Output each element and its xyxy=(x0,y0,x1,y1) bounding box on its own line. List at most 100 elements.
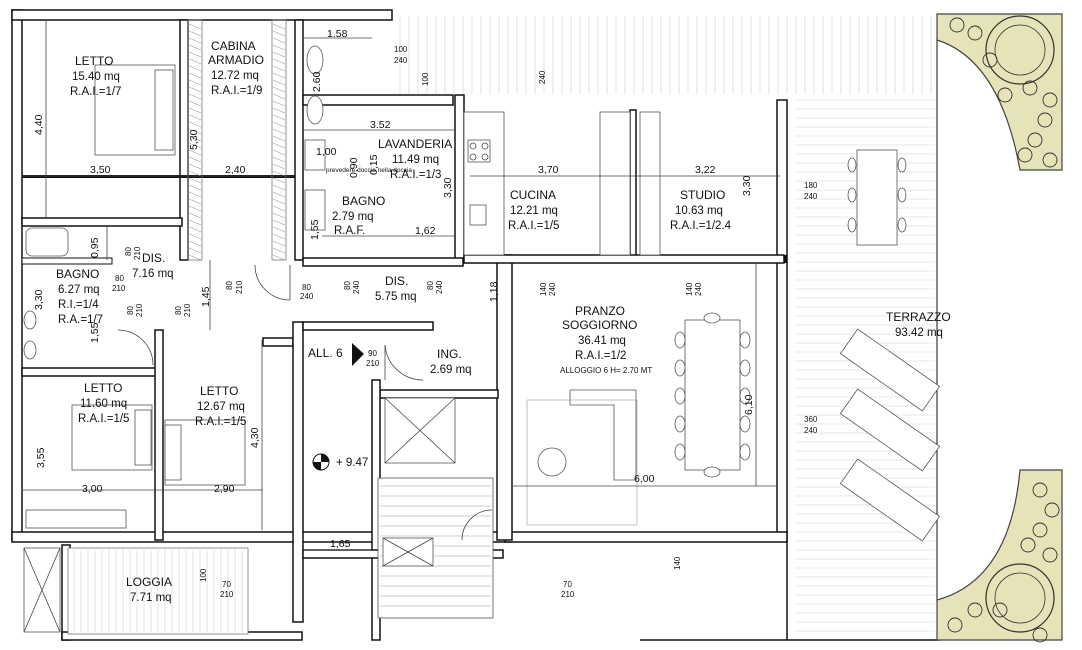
staircase xyxy=(377,397,494,619)
wardrobe-hanger xyxy=(188,58,202,65)
wardrobe-hanger xyxy=(188,226,202,233)
kitchen-units xyxy=(463,111,661,256)
dim-2-90: 2,90 xyxy=(214,483,235,495)
shrub-icon xyxy=(1042,547,1058,563)
door-240-h: 240 xyxy=(435,280,444,294)
wardrobe-hanger xyxy=(188,163,202,170)
wardrobe-hanger xyxy=(272,44,286,51)
door-240-b: 240 xyxy=(694,282,703,296)
wardrobe-hanger xyxy=(272,219,286,226)
room-letto-2-rai: R.A.I.=1/5 xyxy=(78,413,129,425)
door-210-e: 210 xyxy=(183,303,192,317)
level-marker xyxy=(312,453,330,471)
door-80-c: 80 xyxy=(225,281,234,290)
wardrobe-hanger xyxy=(272,191,286,198)
room-dis-1-name: DIS. xyxy=(142,251,165,265)
door-swings xyxy=(117,264,493,541)
room-cucina-name: CUCINA xyxy=(510,188,556,202)
room-letto-1-area: 15.40 mq xyxy=(72,71,120,83)
dining-chair xyxy=(703,312,721,324)
shrub-icon xyxy=(1020,537,1036,553)
wardrobe-hanger xyxy=(272,205,286,212)
terrace-furniture xyxy=(839,149,941,542)
door-80-b: 80 xyxy=(115,274,124,283)
room-bagno-small-extra: R.A.F. xyxy=(334,225,365,237)
door-210-b: 210 xyxy=(112,284,126,293)
room-studio-area: 10.63 mq xyxy=(675,205,723,217)
room-cabina-name-2: ARMADIO xyxy=(208,53,264,67)
window-100: 100 xyxy=(199,568,208,582)
door-240-d: 240 xyxy=(804,426,818,435)
wardrobe-hanger xyxy=(188,205,202,212)
door-210-g: 210 xyxy=(561,590,575,599)
room-labels: LETTO 15.40 mq R.A.I.=1/7 CABINA ARMADIO… xyxy=(56,39,951,604)
dim-1-00: 1,00 xyxy=(316,146,337,158)
alloggio-label: ALL. 6 xyxy=(308,346,343,360)
room-dis-2-name: DIS. xyxy=(385,274,408,288)
door-80-f: 80 xyxy=(302,283,311,292)
room-loggia-area: 7.71 mq xyxy=(130,592,172,604)
planters xyxy=(936,13,1063,643)
door-360: 360 xyxy=(804,415,818,424)
shrub-icon xyxy=(947,617,963,633)
wardrobe-hanger xyxy=(188,170,202,177)
door-240-f: 240 xyxy=(300,292,314,301)
door-210-d: 210 xyxy=(135,303,144,317)
wardrobe-hanger xyxy=(272,121,286,128)
dim-6-10: 6,10 xyxy=(743,394,755,415)
wardrobe-hanger xyxy=(272,114,286,121)
wardrobe-hanger xyxy=(272,233,286,240)
room-ingresso-name: ING. xyxy=(437,347,462,361)
wardrobe-hanger xyxy=(272,170,286,177)
dim-3-30-a: 3,30 xyxy=(442,177,454,198)
door-210-f: 210 xyxy=(220,590,234,599)
room-pranzo-name-2: SOGGIORNO xyxy=(562,318,637,332)
dining-chair xyxy=(739,331,751,349)
door-240-c: 240 xyxy=(804,192,818,201)
room-cucina-area: 12.21 mq xyxy=(510,205,558,217)
room-bagno-name: BAGNO xyxy=(56,267,99,281)
door-70-a: 70 xyxy=(222,580,231,589)
room-lavanderia-area: 11.49 mq xyxy=(392,154,439,166)
room-cabina-name-1: CABINA xyxy=(211,39,256,53)
door-80-d: 80 xyxy=(126,306,135,315)
shrub-icon xyxy=(967,602,983,618)
room-bagno-ra: R.A.=1/7 xyxy=(58,314,103,326)
wardrobe-hanger xyxy=(272,212,286,219)
terrace-chair xyxy=(897,157,907,173)
dim-4-30: 4,30 xyxy=(249,427,261,448)
dining-chair xyxy=(739,415,751,433)
room-dis-2-area: 5.75 mq xyxy=(375,291,417,303)
wardrobe-hanger xyxy=(272,240,286,247)
dining-chair xyxy=(674,359,686,377)
opening-240-vert: 240 xyxy=(538,70,547,84)
dim-3-22: 3,22 xyxy=(695,164,716,176)
wardrobe-hanger xyxy=(188,93,202,100)
wardrobe-hanger xyxy=(272,107,286,114)
wardrobe-hanger xyxy=(272,226,286,233)
wardrobe-hanger xyxy=(272,100,286,107)
room-studio-name: STUDIO xyxy=(680,188,725,202)
room-bagno-small-name: BAGNO xyxy=(342,194,385,208)
wardrobe-hanger xyxy=(188,247,202,254)
opening-labels: 100 240 100 240 80 210 80 210 80 210 80 … xyxy=(112,45,818,599)
room-lavanderia-rai: R.A.I.=1/3 xyxy=(390,169,441,181)
room-letto-1-name: LETTO xyxy=(75,54,113,68)
wardrobe-hanger xyxy=(188,184,202,191)
dining-chair xyxy=(674,331,686,349)
room-letto-2-name: LETTO xyxy=(84,381,122,395)
room-lavanderia-name: LAVANDERIA xyxy=(378,137,452,151)
wardrobe-hanger xyxy=(272,156,286,163)
wardrobe-hanger xyxy=(188,240,202,247)
wardrobe-hanger xyxy=(188,128,202,135)
wardrobe-hanger xyxy=(272,247,286,254)
room-terrazzo-name: TERRAZZO xyxy=(886,310,951,324)
wardrobe-hanger xyxy=(188,44,202,51)
dining-chair xyxy=(674,415,686,433)
opening-100-vert: 100 xyxy=(421,72,430,86)
shrub-icon xyxy=(1037,112,1053,128)
wardrobe-hanger xyxy=(188,107,202,114)
wardrobe-hanger xyxy=(188,233,202,240)
dimension-labels: 1.58 2.60 3.52 1,00 0,90 0,15 4,40 5,30 … xyxy=(33,28,755,550)
wardrobe-hanger xyxy=(272,184,286,191)
